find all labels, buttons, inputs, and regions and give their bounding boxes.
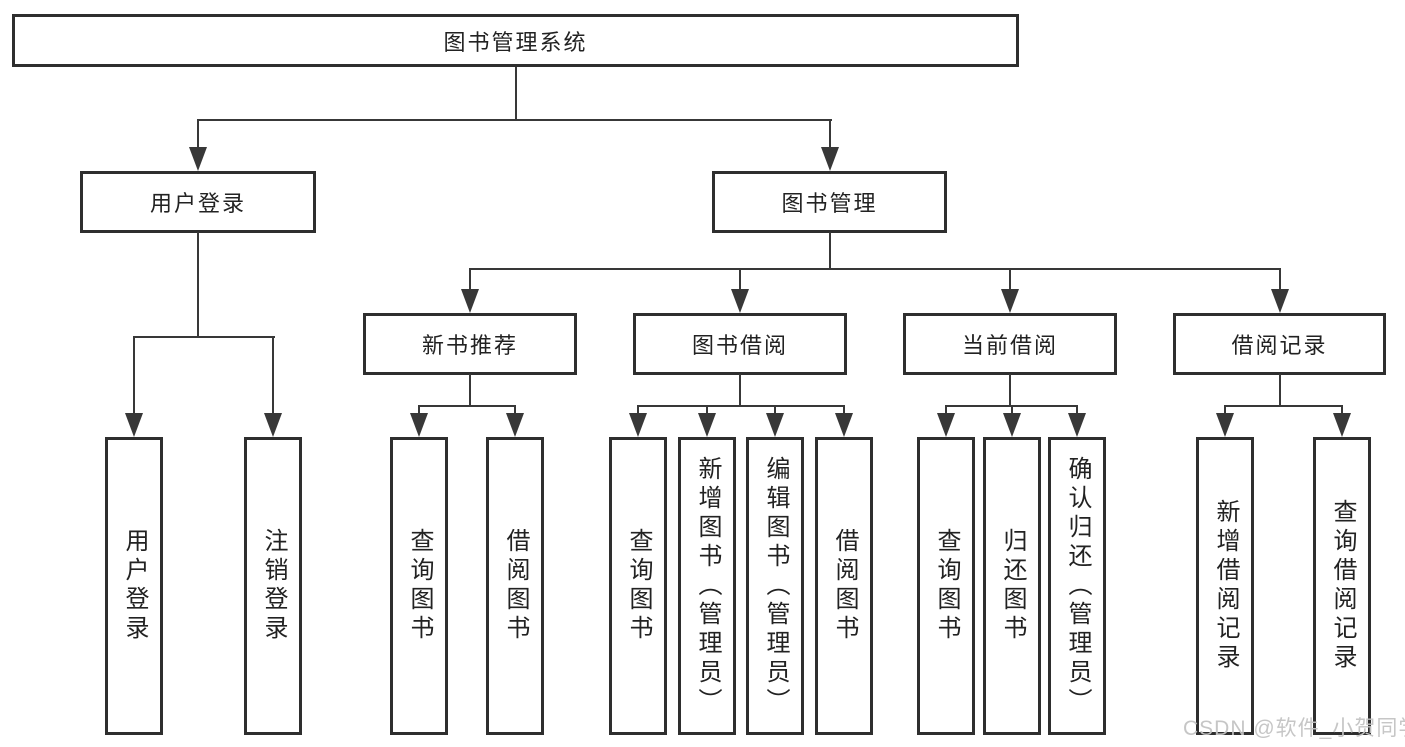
arrowhead-down [1333, 413, 1351, 437]
connector-line [706, 405, 708, 417]
connector-line [739, 268, 741, 292]
node-label: 新书推荐 [421, 333, 518, 358]
node-borrowing-records: 借阅记录 [1173, 313, 1386, 375]
node-label: 确认归还（管理员） [1064, 455, 1091, 717]
node-book-borrowing: 图书借阅 [633, 313, 847, 375]
connector-line [1279, 374, 1281, 407]
leaf-logout: 注销登录 [244, 437, 302, 735]
connector-line [515, 67, 517, 120]
node-user-login: 用户登录 [80, 171, 316, 233]
node-label: 用户登录 [149, 191, 246, 216]
arrowhead-down [1216, 413, 1234, 437]
leaf-borrowing-query-books: 查询图书 [609, 437, 667, 735]
arrowhead-down [821, 147, 839, 171]
arrowhead-down [461, 289, 479, 313]
arrowhead-down [125, 413, 143, 437]
node-label: 图书管理系统 [443, 29, 588, 55]
leaf-borrowing-edit-books-admin: 编辑图书（管理员） [746, 437, 804, 735]
node-label: 归还图书 [999, 528, 1026, 644]
arrowhead-down [731, 289, 749, 313]
connector-line [1009, 268, 1011, 292]
connector-line [739, 374, 741, 407]
connector-line [829, 232, 831, 270]
connector-line [1224, 405, 1343, 407]
leaf-current-confirm-return-admin: 确认归还（管理员） [1048, 437, 1106, 735]
connector-line [469, 268, 1281, 270]
connector-line [1224, 405, 1226, 417]
leaf-recommend-borrow-books: 借阅图书 [486, 437, 544, 735]
connector-line [1076, 405, 1078, 417]
node-root: 图书管理系统 [12, 14, 1019, 67]
node-label: 查询图书 [933, 528, 960, 644]
node-label: 借阅记录 [1231, 333, 1328, 358]
arrowhead-down [1003, 413, 1021, 437]
connector-line [418, 405, 420, 417]
arrowhead-down [189, 147, 207, 171]
leaf-recommend-query-books: 查询图书 [390, 437, 448, 735]
leaf-borrowing-add-books-admin: 新增图书（管理员） [678, 437, 736, 735]
connector-line [945, 405, 947, 417]
node-book-management: 图书管理 [712, 171, 947, 233]
arrowhead-down [1068, 413, 1086, 437]
connector-line [469, 268, 471, 292]
arrowhead-down [937, 413, 955, 437]
node-label: 用户登录 [121, 528, 148, 644]
node-label: 查询借阅记录 [1329, 499, 1356, 673]
leaf-user-login: 用户登录 [105, 437, 163, 735]
node-label: 图书借阅 [691, 333, 788, 358]
connector-line [774, 405, 776, 417]
arrowhead-down [506, 413, 524, 437]
connector-line [1341, 405, 1343, 417]
node-current-borrowing: 当前借阅 [903, 313, 1117, 375]
connector-line [1011, 405, 1013, 417]
connector-line [829, 119, 831, 151]
node-label: 借阅图书 [831, 528, 858, 644]
connector-line [418, 405, 516, 407]
connector-line [1009, 374, 1011, 407]
arrowhead-down [766, 413, 784, 437]
node-label: 编辑图书（管理员） [762, 455, 789, 717]
leaf-records-add-record: 新增借阅记录 [1196, 437, 1254, 735]
node-label: 借阅图书 [502, 528, 529, 644]
arrowhead-down [1001, 289, 1019, 313]
connector-line [133, 336, 135, 416]
node-label: 图书管理 [781, 191, 878, 216]
leaf-records-query-record: 查询借阅记录 [1313, 437, 1371, 735]
connector-line [1279, 268, 1281, 292]
connector-line [197, 119, 199, 151]
connector-line [272, 336, 274, 416]
connector-line [197, 119, 832, 121]
node-label: 当前借阅 [961, 333, 1058, 358]
leaf-current-return-books: 归还图书 [983, 437, 1041, 735]
node-label: 新增图书（管理员） [694, 455, 721, 717]
leaf-borrowing-borrow-books: 借阅图书 [815, 437, 873, 735]
connector-line [469, 374, 471, 407]
connector-line [197, 232, 199, 338]
leaf-current-query-books: 查询图书 [917, 437, 975, 735]
node-label: 查询图书 [406, 528, 433, 644]
arrowhead-down [1271, 289, 1289, 313]
node-label: 查询图书 [625, 528, 652, 644]
node-label: 新增借阅记录 [1212, 499, 1239, 673]
node-label: 注销登录 [260, 528, 287, 644]
arrowhead-down [835, 413, 853, 437]
connector-line [637, 405, 845, 407]
arrowhead-down [629, 413, 647, 437]
connector-line [637, 405, 639, 417]
arrowhead-down [410, 413, 428, 437]
arrowhead-down [264, 413, 282, 437]
node-new-book-recommend: 新书推荐 [363, 313, 577, 375]
connector-line [843, 405, 845, 417]
connector-line [514, 405, 516, 417]
arrowhead-down [698, 413, 716, 437]
connector-line [133, 336, 275, 338]
